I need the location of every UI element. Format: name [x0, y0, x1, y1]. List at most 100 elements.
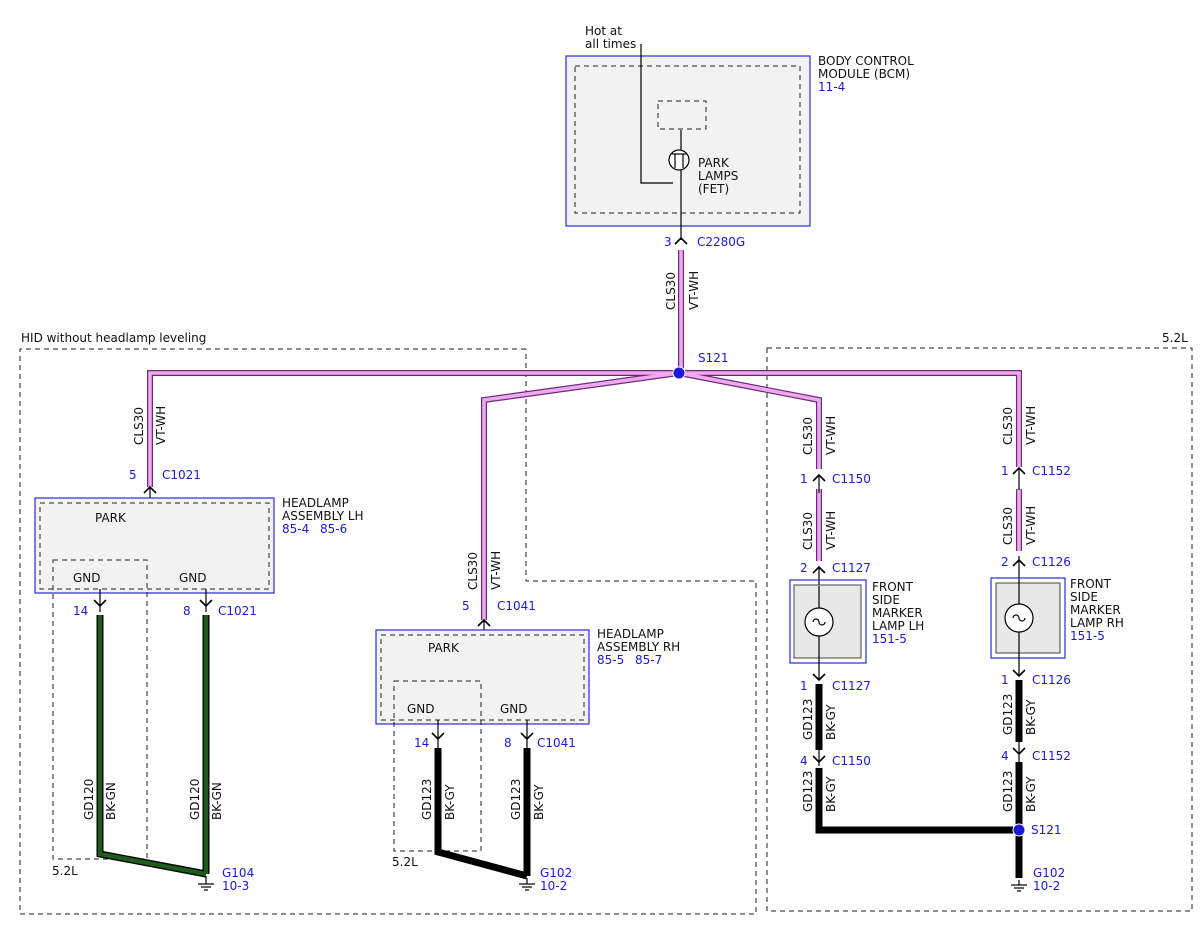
engine-label-top: 5.2L: [1162, 331, 1188, 345]
wire-circuit-label: CLS30: [801, 512, 815, 550]
lh-gnd-pin-b: 8: [183, 604, 191, 618]
wire-labels-lh: CLS30 VT-WH: [132, 406, 168, 445]
wire-circuit-label: GD123: [1001, 694, 1015, 735]
bcm-module: BODY CONTROL MODULE (BCM) 11-4 Hot at al…: [565, 24, 914, 249]
splice-label: S121: [1031, 823, 1062, 837]
lh-ground-ref: 10-3: [222, 879, 249, 893]
wire-circuit-label: GD120: [188, 779, 202, 820]
fet-label-line3: (FET): [698, 182, 729, 196]
wire-segment: [148, 371, 1021, 487]
mlh-name-line2: SIDE: [872, 593, 900, 607]
wire-circuit-label: CLS30: [132, 407, 146, 445]
wire-circuit-label: GD123: [801, 699, 815, 740]
wire-labels-marker-rh-upper: CLS30 VT-WH: [1001, 406, 1038, 445]
rh-ground-ref: 10-2: [540, 879, 567, 893]
mlh-c1-connector: C1150: [832, 472, 871, 486]
wire-labels-marker-lh-upper: CLS30 VT-WH: [801, 416, 838, 455]
mrh-c1-connector: C1152: [1032, 464, 1071, 478]
wire-labels-bcm: CLS30 VT-WH: [664, 271, 701, 310]
lh-name-line2: ASSEMBLY LH: [282, 509, 364, 523]
wire-color-label: VT-WH: [489, 551, 503, 590]
rh-name-line1: HEADLAMP: [597, 627, 664, 641]
wire-circuit-label: GD120: [82, 779, 96, 820]
bcm-name-line1: BODY CONTROL: [818, 54, 914, 68]
mrh-c3-pin: 1: [1001, 673, 1009, 687]
mrh-c4-pin: 4: [1001, 749, 1009, 763]
wire-color-label: VT-WH: [687, 271, 701, 310]
lh-gnd-right-label: GND: [179, 571, 207, 585]
connector-arrow-icon: [812, 755, 826, 764]
hid-region-label: HID without headlamp leveling: [21, 331, 206, 345]
lh-ground-id: G104: [222, 866, 254, 880]
wire-segment: [482, 371, 680, 620]
region-hid: HID without headlamp leveling: [19, 331, 757, 915]
rh-in-pin: 5: [462, 599, 470, 613]
wire-color-label: BK-GY: [824, 776, 838, 812]
wire-circuit-label: CLS30: [664, 272, 678, 310]
lh-park-label: PARK: [95, 511, 127, 525]
region-5-2l-right: 5.2L: [766, 331, 1193, 912]
rh-gnd-pin-a: 14: [414, 736, 429, 750]
connector-arrow-icon: [199, 599, 213, 608]
splice-label: S121: [698, 351, 729, 365]
lh-in-pin: 5: [129, 468, 137, 482]
mlh-c4-pin: 4: [800, 754, 808, 768]
ground-icon: [198, 876, 214, 891]
rh-name-line2: ASSEMBLY RH: [597, 640, 680, 654]
ground-icon: [1011, 880, 1027, 892]
wire-color-label: VT-WH: [154, 406, 168, 445]
connector-arrow-icon: [1012, 669, 1026, 678]
wire-segment: [481, 370, 680, 620]
rh-gnd-right-label: GND: [500, 702, 528, 716]
mlh-c3-connector: C1127: [832, 679, 871, 693]
lh-gnd-connector: C1021: [218, 604, 257, 618]
mrh-c1-pin: 1: [1001, 464, 1009, 478]
mlh-c2-connector: C1127: [832, 561, 871, 575]
wire-color-label: BK-GY: [443, 784, 457, 820]
mrh-name-line1: FRONT: [1070, 577, 1112, 591]
mrh-c2-pin: 2: [1001, 555, 1009, 569]
connector-arrow-icon: [674, 236, 688, 245]
lh-gnd-pin-a: 14: [73, 604, 88, 618]
mrh-name-line4: LAMP RH: [1070, 616, 1124, 630]
side-marker-lamp-rh: 1 C1152 2 C1126 FRONT SIDE MARKER LAMP R…: [990, 464, 1124, 893]
wire-color-label: BK-GY: [532, 784, 546, 820]
mlh-c2-pin: 2: [800, 561, 808, 575]
rh-in-connector: C1041: [497, 599, 536, 613]
wire-cls30-vt-wh: [147, 250, 1022, 620]
bulb-icon: [1004, 603, 1034, 633]
connector-arrow-icon: [431, 732, 445, 741]
mrh-c4-connector: C1152: [1032, 749, 1071, 763]
side-marker-lamp-lh: 1 C1150 2 C1127 FRONT SIDE MARKER LAMP L…: [789, 472, 1019, 834]
bcm-pin: 3: [664, 235, 672, 249]
wire-circuit-label: GD123: [801, 771, 815, 812]
wire-color-label: VT-WH: [824, 511, 838, 550]
mrh-c2-connector: C1126: [1032, 555, 1071, 569]
bcm-ref: 11-4: [818, 80, 845, 94]
wire-circuit-label: CLS30: [1001, 407, 1015, 445]
wire-color-label: BK-GN: [104, 782, 118, 820]
mrh-ref: 151-5: [1070, 629, 1105, 643]
ground-icon: [519, 878, 535, 891]
rh-ground-id: G102: [540, 866, 572, 880]
bcm-power-note-line1: Hot at: [585, 24, 622, 38]
mrh-c3-connector: C1126: [1032, 673, 1071, 687]
mlh-c1-pin: 1: [800, 472, 808, 486]
connector-arrow-icon: [520, 732, 534, 741]
wire-color-label: BK-GY: [1024, 776, 1038, 812]
wire-color-label: VT-WH: [1024, 406, 1038, 445]
bulb-icon: [804, 607, 834, 637]
wire-segment: [678, 371, 821, 469]
headlamp-assembly-rh: 5 C1041 PARK GND GND HEADLAMP ASSEMBLY R…: [375, 599, 680, 893]
wire-labels-marker-lh-mid: CLS30 VT-WH: [801, 511, 838, 550]
lh-ref-1: 85-4: [282, 522, 309, 536]
wire-circuit-label: CLS30: [801, 417, 815, 455]
lh-name-line1: HEADLAMP: [282, 496, 349, 510]
fet-label-line1: PARK: [698, 156, 730, 170]
connector-arrow-icon: [812, 673, 826, 682]
wire-circuit-label: CLS30: [1001, 507, 1015, 545]
bcm-power-note-line2: all times: [585, 37, 636, 51]
wire-circuit-label: GD123: [420, 779, 434, 820]
rh-gnd-connector: C1041: [537, 736, 576, 750]
lh-in-connector: C1021: [162, 468, 201, 482]
